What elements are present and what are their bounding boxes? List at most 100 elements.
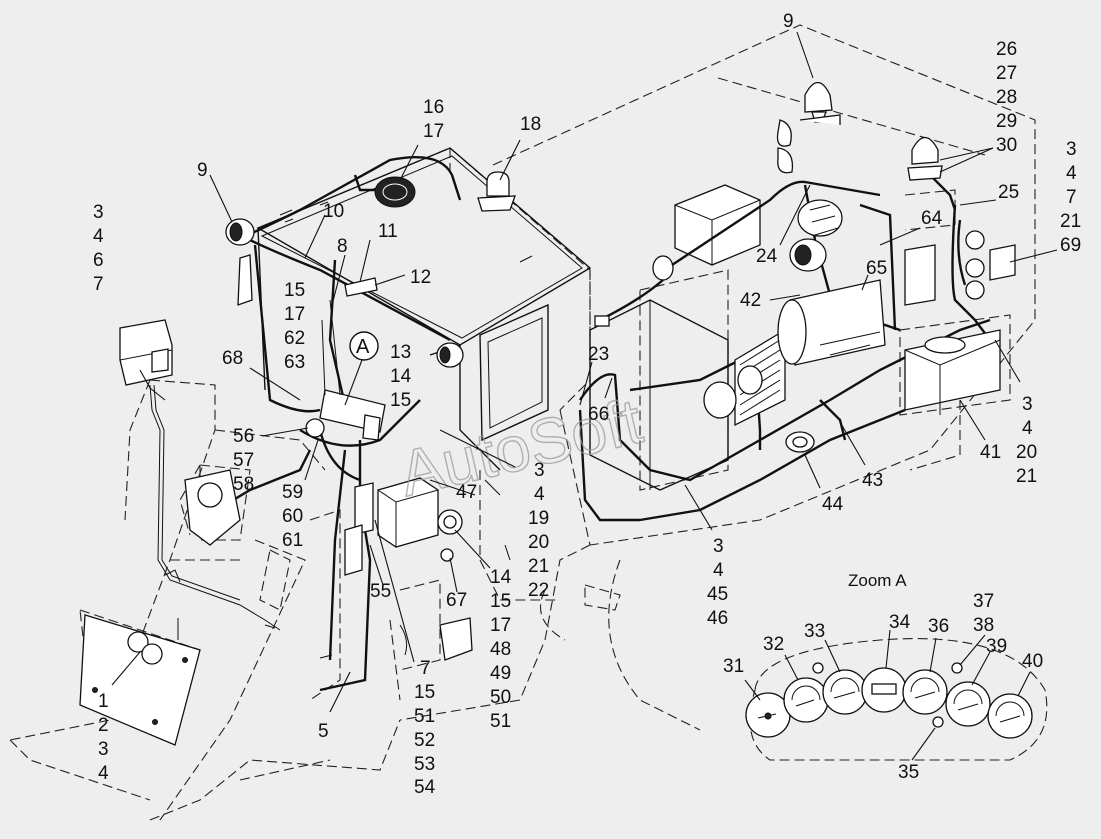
callout: 42 bbox=[740, 290, 761, 311]
callout: 28 bbox=[996, 87, 1017, 108]
callout: 49 bbox=[490, 663, 511, 684]
callout: 3 bbox=[713, 536, 724, 557]
callout: 4 bbox=[93, 226, 104, 247]
callout: 46 bbox=[707, 608, 728, 629]
callout: 61 bbox=[282, 530, 303, 551]
gauge-40 bbox=[987, 693, 1033, 739]
callout: 51 bbox=[490, 711, 511, 732]
callout: 15 bbox=[284, 280, 305, 301]
callout: 36 bbox=[928, 616, 949, 637]
callout: 51 bbox=[414, 706, 435, 727]
callout: 52 bbox=[414, 730, 435, 751]
indicator-lamp-37 bbox=[951, 662, 963, 674]
callout: 15 bbox=[390, 390, 411, 411]
callout: 15 bbox=[414, 682, 435, 703]
engine-bay bbox=[578, 81, 1016, 522]
detail-marker-a: A bbox=[344, 331, 379, 406]
callout: 30 bbox=[996, 135, 1017, 156]
callout: 26 bbox=[996, 39, 1017, 60]
callout: 67 bbox=[446, 590, 467, 611]
callout: 39 bbox=[986, 636, 1007, 657]
callout: 23 bbox=[588, 344, 609, 365]
cab-lamps bbox=[225, 171, 516, 441]
callout: 10 bbox=[323, 201, 344, 222]
callout: 43 bbox=[862, 470, 883, 491]
callout: 22 bbox=[528, 580, 549, 601]
callout: 4 bbox=[98, 763, 109, 784]
zoom-a-label: Zoom A bbox=[848, 571, 907, 590]
callout: 21 bbox=[528, 556, 549, 577]
callout: 48 bbox=[490, 639, 511, 660]
callout: 7 bbox=[420, 658, 431, 679]
callout: 57 bbox=[233, 450, 254, 471]
callout: 32 bbox=[763, 634, 784, 655]
callout: 65 bbox=[866, 258, 887, 279]
callout: 58 bbox=[233, 474, 254, 495]
indicator-lamp-33 bbox=[812, 662, 824, 674]
callout: 21 bbox=[1016, 466, 1037, 487]
callout: 4 bbox=[713, 560, 724, 581]
callout: 3 bbox=[1022, 394, 1033, 415]
callout: 20 bbox=[1016, 442, 1037, 463]
callout: 24 bbox=[756, 246, 778, 267]
callout: 3 bbox=[98, 739, 109, 760]
callout: 66 bbox=[588, 404, 609, 425]
callout: 14 bbox=[390, 366, 412, 387]
callout: 7 bbox=[93, 274, 104, 295]
callout: 13 bbox=[390, 342, 411, 363]
callout: 34 bbox=[889, 612, 911, 633]
callout: 64 bbox=[921, 208, 943, 229]
callout: 3 bbox=[93, 202, 104, 223]
callout: 4 bbox=[1066, 163, 1077, 184]
hour-meter-34 bbox=[861, 667, 907, 713]
callout: 45 bbox=[707, 584, 728, 605]
gauge-32 bbox=[783, 677, 829, 723]
callout: 15 bbox=[490, 591, 511, 612]
callout: 9 bbox=[197, 160, 208, 181]
indicator-lamp-35 bbox=[932, 716, 944, 728]
callout: 4 bbox=[1022, 418, 1033, 439]
callout: 62 bbox=[284, 328, 305, 349]
callout: 20 bbox=[528, 532, 549, 553]
callout: 1 bbox=[98, 691, 109, 712]
callout: 25 bbox=[998, 182, 1019, 203]
gauge-33 bbox=[822, 669, 868, 715]
callout: 17 bbox=[284, 304, 305, 325]
callout: 12 bbox=[410, 267, 431, 288]
callout: 29 bbox=[996, 111, 1017, 132]
callout: 19 bbox=[528, 508, 549, 529]
callout: 40 bbox=[1022, 651, 1043, 672]
callout: 35 bbox=[898, 762, 919, 783]
callout: 3 bbox=[1066, 139, 1077, 160]
leader-lines bbox=[111, 31, 1058, 713]
callout: 31 bbox=[723, 656, 744, 677]
watermark: AutoSoft bbox=[393, 385, 649, 510]
front-console bbox=[79, 319, 333, 746]
callout: 54 bbox=[414, 777, 436, 798]
callout: 14 bbox=[490, 567, 512, 588]
callout: 8 bbox=[337, 236, 348, 257]
callout: 27 bbox=[996, 63, 1017, 84]
callout: 41 bbox=[980, 442, 1001, 463]
callout: 47 bbox=[456, 482, 477, 503]
callout: 17 bbox=[490, 615, 511, 636]
gauge-36 bbox=[902, 669, 948, 715]
callout: 59 bbox=[282, 482, 303, 503]
callout: 18 bbox=[520, 114, 541, 135]
callout: 56 bbox=[233, 426, 254, 447]
callout: 50 bbox=[490, 687, 511, 708]
gauge-39 bbox=[945, 681, 991, 727]
callout: 4 bbox=[534, 484, 545, 505]
callout: 55 bbox=[370, 581, 391, 602]
callout: 60 bbox=[282, 506, 303, 527]
callout: 53 bbox=[414, 754, 435, 775]
callout: 69 bbox=[1060, 235, 1081, 256]
callout: 11 bbox=[378, 221, 398, 242]
callout: 68 bbox=[222, 348, 243, 369]
machine-outline bbox=[9, 24, 1036, 821]
callout: 7 bbox=[1066, 187, 1077, 208]
callout: 44 bbox=[822, 494, 844, 515]
zoom-a-panel: Zoom A bbox=[744, 571, 1048, 761]
callout: 6 bbox=[93, 250, 104, 271]
